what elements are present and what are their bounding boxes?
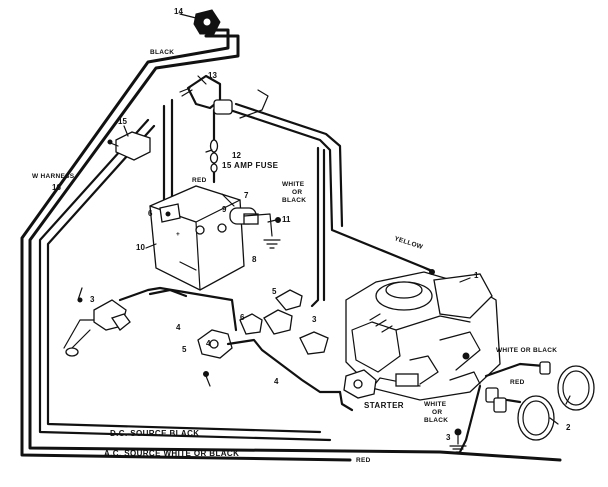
label-ac-source: A.C. SOURCE WHITE OR BLACK <box>104 449 239 458</box>
wire-labels: BLACK 15 AMP FUSE RED WHITE OR BLACK YEL… <box>32 49 557 464</box>
label-red-right: RED <box>510 379 525 386</box>
label-white-or-black-2c: BLACK <box>424 417 448 424</box>
label-dc-source: D.C. SOURCE BLACK <box>110 429 199 438</box>
seat-switch-assembly <box>63 286 238 357</box>
callout-16: 16 <box>52 183 61 192</box>
callout-2: 2 <box>566 423 571 432</box>
callout-6-top: 6 <box>148 209 153 218</box>
label-white-or-black-2a: WHITE <box>424 401 447 408</box>
label-yellow: YELLOW <box>393 235 424 251</box>
label-starter: STARTER <box>364 401 404 410</box>
callout-12: 12 <box>232 151 241 160</box>
callout-14: 14 <box>174 7 183 16</box>
safety-switch-cluster <box>197 289 342 394</box>
label-white-or-black-1b: OR <box>292 189 302 196</box>
label-red-fuse: RED <box>192 177 207 184</box>
ignition-switch <box>179 74 233 115</box>
label-harness: W HARNESS <box>32 173 75 180</box>
callout-13: 13 <box>208 71 217 80</box>
callout-4-mid: 4 <box>206 339 211 348</box>
callout-11: 11 <box>282 215 291 224</box>
yellow-lead <box>419 265 435 275</box>
lamp-14 <box>193 9 221 35</box>
ground-3 <box>449 428 467 453</box>
callout-10: 10 <box>136 243 145 252</box>
main-harness <box>20 28 562 462</box>
callout-4-bottom: 4 <box>274 377 279 386</box>
callout-numbers: 14 13 15 12 16 7 9 6 11 10 8 1 3 5 3 6 4… <box>52 7 571 442</box>
label-black-top: BLACK <box>150 49 174 56</box>
callout-15: 15 <box>118 117 127 126</box>
svg-text:+: + <box>176 231 180 238</box>
solenoid <box>229 207 281 249</box>
fuse-line <box>209 108 219 184</box>
callout-7: 7 <box>244 191 249 200</box>
callout-8: 8 <box>252 255 257 264</box>
starter <box>338 369 377 412</box>
callout-3-bottom: 3 <box>446 433 451 442</box>
callout-9-top: 9 <box>222 205 227 214</box>
callout-3-left: 3 <box>90 295 95 304</box>
callout-3-mid: 3 <box>312 315 317 324</box>
headlights <box>458 361 595 454</box>
callout-1: 1 <box>474 271 479 280</box>
callout-5-mid: 5 <box>182 345 187 354</box>
leader-lines <box>123 13 571 425</box>
callout-6-mid: 6 <box>240 313 245 322</box>
label-white-or-black-2b: OR <box>432 409 442 416</box>
bracket-6 <box>159 203 181 223</box>
label-white-or-black-1a: WHITE <box>282 181 305 188</box>
label-white-or-black-right: WHITE OR BLACK <box>496 347 557 354</box>
label-fuse: 15 AMP FUSE <box>222 161 279 170</box>
label-white-or-black-1c: BLACK <box>282 197 306 204</box>
callout-5-top: 5 <box>272 287 277 296</box>
terminal-11 <box>267 217 281 223</box>
callout-4-left: 4 <box>176 323 181 332</box>
label-red-bottom: RED <box>356 457 371 464</box>
switch-15 <box>107 131 151 161</box>
